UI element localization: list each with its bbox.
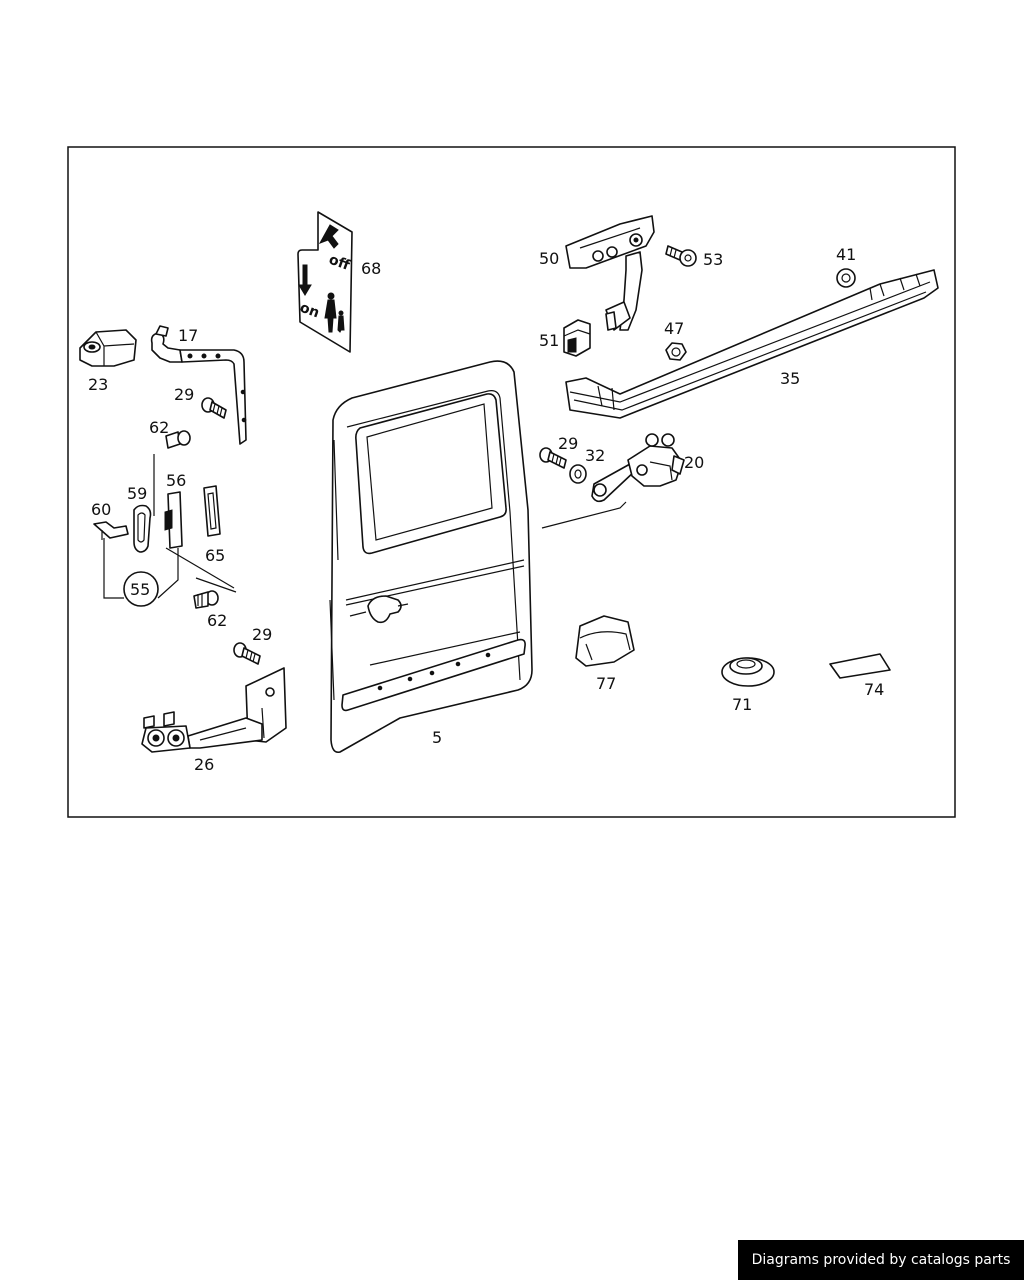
- label-62-upper: 62: [149, 418, 169, 437]
- bolt-53: [665, 245, 697, 267]
- sliding-door-part: [329, 360, 533, 754]
- door-to-part-20-line: [541, 501, 627, 529]
- label-17: 17: [178, 326, 198, 345]
- label-47: 47: [664, 319, 684, 338]
- label-20: 20: [684, 453, 704, 472]
- guide-rail-part-35: [565, 269, 939, 419]
- nut-47: [665, 342, 687, 361]
- bolt-62-upper: [165, 430, 191, 449]
- label-53: 53: [703, 250, 723, 269]
- label-74: 74: [864, 680, 884, 699]
- assembly-55-callout: [103, 454, 237, 607]
- guide-part-56: [164, 491, 183, 549]
- decal-on-text: on: [298, 300, 322, 322]
- decal-off-text: off: [327, 252, 353, 274]
- label-55: 55: [130, 580, 150, 599]
- lower-roller-arm-part-26: [141, 667, 287, 753]
- cover-part-77: [575, 615, 635, 667]
- label-60: 60: [91, 500, 111, 519]
- nut-41: [836, 268, 856, 288]
- bracket-part-23: [79, 329, 137, 367]
- grommet-part-71: [721, 657, 775, 687]
- label-29-upper: 29: [174, 385, 194, 404]
- pad-part-74: [829, 653, 891, 679]
- diagram-credit-footer: Diagrams provided by catalogs parts: [738, 1240, 1024, 1280]
- label-51: 51: [539, 331, 559, 350]
- striker-plate-part-59: [133, 504, 152, 553]
- part-labels: 5 17 20 23 26 29 29 29 32 35 41 47 50 51…: [88, 245, 884, 774]
- washer-32: [569, 464, 587, 484]
- hinge-arm-part-17: [150, 325, 247, 445]
- label-32: 32: [585, 446, 605, 465]
- label-71: 71: [732, 695, 752, 714]
- bolt-62-lower: [193, 590, 219, 609]
- gasket-part-65: [203, 485, 221, 537]
- bracket-part-51: [563, 319, 591, 357]
- diagram-frame: [67, 146, 956, 818]
- label-23: 23: [88, 375, 108, 394]
- label-41: 41: [836, 245, 856, 264]
- bolt-29-upper: [201, 397, 227, 419]
- label-50: 50: [539, 249, 559, 268]
- label-65: 65: [205, 546, 225, 565]
- clip-part-60: [93, 521, 129, 540]
- child-lock-decal: off on: [297, 211, 353, 353]
- label-56: 56: [166, 471, 186, 490]
- bolt-29-lower: [233, 642, 261, 665]
- label-29-lower: 29: [252, 625, 272, 644]
- label-68: 68: [361, 259, 381, 278]
- bolt-29-right: [539, 447, 567, 469]
- assembly-55-circle: [123, 571, 159, 607]
- label-62-lower: 62: [207, 611, 227, 630]
- label-5: 5: [432, 728, 442, 747]
- upper-roller-part-50: [565, 215, 655, 331]
- label-59: 59: [127, 484, 147, 503]
- center-roller-part-20: [591, 433, 685, 503]
- label-26: 26: [194, 755, 214, 774]
- label-35: 35: [780, 369, 800, 388]
- label-77: 77: [596, 674, 616, 693]
- label-29-right: 29: [558, 434, 578, 453]
